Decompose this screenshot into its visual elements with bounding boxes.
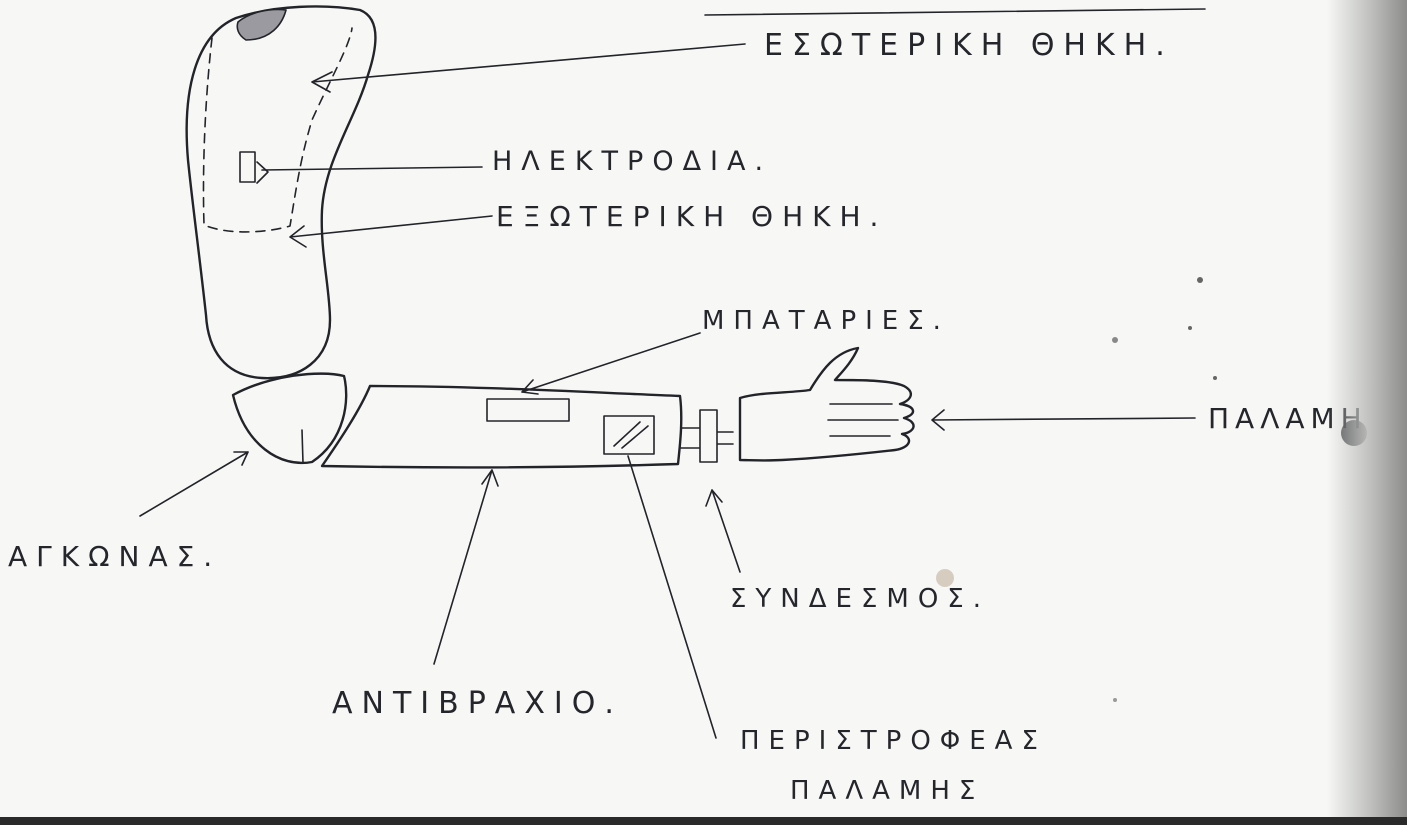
forearm xyxy=(322,386,681,467)
top-stroke xyxy=(705,9,1205,15)
inner-case-dashed xyxy=(203,28,352,232)
speck xyxy=(1213,376,1217,380)
speck xyxy=(1112,337,1118,343)
pointer-rotator xyxy=(628,456,716,738)
pointer-forearm xyxy=(434,470,498,664)
pointer-outer-case xyxy=(290,216,492,247)
pointer-connector xyxy=(706,490,740,572)
elbow-joint-mark xyxy=(302,430,303,463)
pointer-palm xyxy=(932,410,1195,430)
electrode-box xyxy=(240,152,255,182)
label-palm-rotator-line2: ΠΑΛΑΜΗΣ xyxy=(790,776,984,806)
elbow-piece xyxy=(233,374,346,463)
pointer-electrodes xyxy=(262,167,482,170)
scan-bottom-edge xyxy=(0,817,1407,825)
scan-shadow-edge xyxy=(1327,0,1407,825)
pointer-elbow xyxy=(140,452,248,516)
pointer-inner-case xyxy=(312,44,745,92)
speck xyxy=(1197,277,1203,283)
upper-arm-socket xyxy=(187,6,376,378)
label-forearm: ΑΝΤΙΒΡΑΧΙΟ. xyxy=(332,686,623,721)
label-inner-case: ΕΣΩΤΕΡΙΚΗ ΘΗΚΗ. xyxy=(764,28,1174,63)
electrode-mark xyxy=(257,162,268,183)
speck xyxy=(1113,698,1117,702)
palm-rotator xyxy=(604,416,654,454)
socket-cap xyxy=(237,10,286,41)
connector xyxy=(681,410,733,462)
label-connector: ΣΥΝΔΕΣΜΟΣ. xyxy=(730,584,990,614)
finger-lines xyxy=(828,404,898,436)
battery-pack xyxy=(487,399,569,421)
rotator-hatch xyxy=(614,422,648,448)
pointer-batteries xyxy=(522,333,700,394)
label-palm-rotator-line1: ΠΕΡΙΣΤΡΟΦΕΑΣ xyxy=(740,726,1047,756)
label-batteries: ΜΠΑΤΑΡΙΕΣ. xyxy=(702,306,950,336)
label-electrodes: ΗΛΕΚΤΡΟΔΙΑ. xyxy=(492,146,772,177)
speck xyxy=(1188,326,1192,330)
label-outer-case: ΕΞΩΤΕΡΙΚΗ ΘΗΚΗ. xyxy=(496,200,887,233)
label-elbow: ΑΓΚΩΝΑΣ. xyxy=(8,540,221,573)
